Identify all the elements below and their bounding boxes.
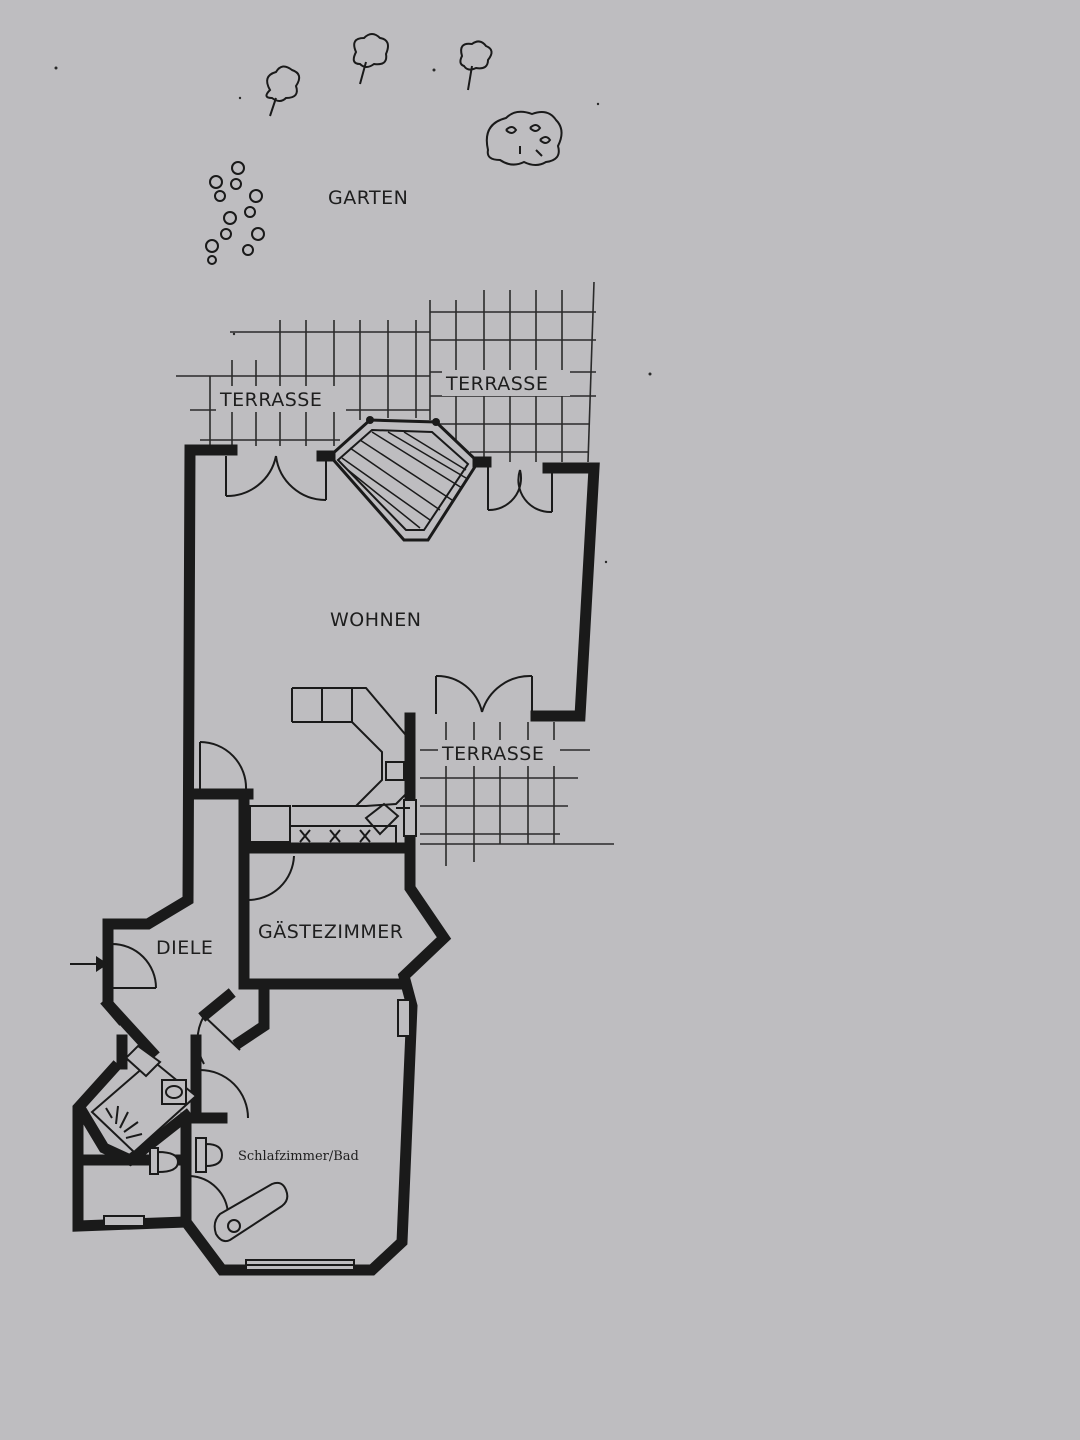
tree-icon [265,65,301,117]
label-gaestezimmer: GÄSTEZIMMER [258,920,404,943]
doors [111,455,553,1216]
terrace-door-left [225,455,327,502]
label-schlafzimmer-bad: Schlafzimmer/Bad [238,1149,359,1164]
bathtub [213,1181,289,1243]
windows [103,799,450,1271]
toilet [149,1137,224,1175]
interior-walls [72,788,410,1228]
label-diele: DIELE [156,937,213,959]
bathroom-fixtures [90,1044,289,1243]
flower-icon [205,161,265,265]
label-garten: GARTEN [328,187,408,209]
paper-specks [54,66,652,564]
terrace-door-lower [435,674,533,714]
label-terrasse-lower: TERRASSE [441,743,544,765]
shrub-icon [485,110,563,166]
garden-vegetation [205,33,563,265]
washbasin [124,1044,187,1105]
exterior-walls [72,444,600,1276]
door-bad [189,1175,229,1216]
door-gaestezimmer [247,854,295,902]
terrace-door-right [487,466,553,514]
door-diele-wohnen [199,740,248,791]
room-labels: GARTEN TERRASSE TERRASSE TERRASSE WOHNEN… [156,187,570,1164]
entrance-door [111,943,157,990]
terrace-grid-lower [420,722,614,866]
tree-icon [459,40,493,91]
bay-window [325,416,483,542]
kitchen [249,687,411,845]
door-schlafzimmer [196,1015,249,1119]
label-terrasse-left: TERRASSE [219,389,322,411]
label-terrasse-right: TERRASSE [445,373,548,395]
tree-icon [352,33,389,85]
label-wohnen: WOHNEN [330,609,421,631]
arrow-right-icon [70,956,108,972]
